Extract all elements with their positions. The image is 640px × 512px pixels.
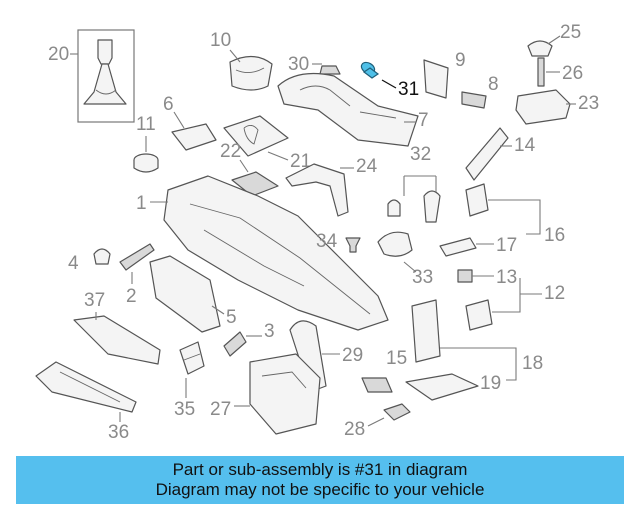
callout-14[interactable]: 14 [514, 135, 536, 156]
callout-6[interactable]: 6 [163, 94, 174, 115]
part-8-bracket [461, 91, 487, 109]
callout-5[interactable]: 5 [226, 307, 237, 328]
part-25-26-shift-knob [527, 40, 553, 87]
part-37-trim-strip [73, 315, 161, 365]
callout-11[interactable]: 11 [136, 114, 156, 135]
part-1-center-console [163, 175, 389, 331]
part-6-trim [171, 123, 217, 151]
callout-23[interactable]: 23 [578, 93, 599, 114]
part-9-bracket [423, 59, 449, 99]
callout-21[interactable]: 21 [290, 151, 311, 172]
callout-29[interactable]: 29 [342, 345, 363, 366]
part-16-clip [465, 183, 489, 217]
callout-17[interactable]: 17 [496, 235, 517, 256]
callout-27[interactable]: 27 [210, 399, 231, 420]
part-5-side-panel [149, 255, 221, 333]
callout-24[interactable]: 24 [356, 156, 378, 177]
part-27-shifter-assembly [249, 353, 321, 435]
part-3-bracket [223, 331, 247, 357]
callout-7[interactable]: 7 [418, 110, 429, 131]
part-24-bracket [285, 163, 349, 217]
callout-25[interactable]: 25 [560, 22, 581, 43]
part-35-socket [179, 341, 205, 375]
part-36-rail [35, 361, 137, 413]
callout-26[interactable]: 26 [562, 63, 583, 84]
callout-36[interactable]: 36 [108, 422, 129, 443]
part-14-bracket [465, 127, 509, 181]
callout-3[interactable]: 3 [264, 321, 275, 342]
callout-16[interactable]: 16 [544, 225, 565, 246]
part-28-clip [383, 403, 411, 421]
part-15-pad [361, 377, 393, 393]
part-18-panel [411, 299, 441, 363]
part-4-grommet [93, 248, 111, 265]
part-21-boot-frame [223, 115, 289, 157]
parts-diagram: 20 10 30 31 9 8 25 26 23 7 6 [35, 22, 599, 443]
callout-35[interactable]: 35 [174, 399, 195, 420]
callout-12[interactable]: 12 [544, 283, 565, 304]
callout-20[interactable]: 20 [48, 44, 69, 65]
callout-4[interactable]: 4 [68, 253, 79, 274]
callout-30[interactable]: 30 [288, 54, 309, 75]
part-17-bracket [439, 237, 477, 257]
callout-8[interactable]: 8 [488, 74, 499, 95]
part-13-switch [457, 269, 473, 283]
part-32-switches [387, 190, 441, 223]
callout-34[interactable]: 34 [316, 231, 338, 252]
info-banner: Part or sub-assembly is #31 in diagram D… [16, 456, 624, 504]
callout-19[interactable]: 19 [480, 373, 501, 394]
part-2-clip [119, 243, 155, 271]
callout-28[interactable]: 28 [344, 419, 365, 440]
callout-31[interactable]: 31 [398, 79, 419, 100]
part-31-highlighted [360, 61, 380, 79]
callout-10[interactable]: 10 [210, 30, 231, 51]
part-10-knob-cover [229, 55, 273, 91]
part-30-clip [319, 65, 341, 75]
part-33-switch [377, 231, 413, 257]
part-23-shifter-base [515, 89, 571, 125]
callout-9[interactable]: 9 [455, 50, 466, 71]
callout-2[interactable]: 2 [126, 286, 137, 307]
callout-37[interactable]: 37 [84, 290, 105, 311]
callout-22[interactable]: 22 [220, 141, 241, 162]
part-12-panel [465, 299, 493, 331]
part-11-knob [133, 153, 159, 173]
callout-33[interactable]: 33 [412, 267, 433, 288]
banner-line-disclaimer: Diagram may not be specific to your vehi… [155, 480, 485, 499]
part-34-screw [345, 237, 361, 253]
callout-15[interactable]: 15 [386, 348, 407, 369]
callout-1[interactable]: 1 [136, 193, 147, 214]
callout-32[interactable]: 32 [410, 144, 431, 165]
callout-18[interactable]: 18 [522, 353, 543, 374]
callout-13[interactable]: 13 [496, 267, 517, 288]
part-7-console-tray [277, 73, 419, 147]
part-20-shift-boot [77, 29, 135, 123]
part-19-tray [405, 373, 479, 401]
banner-line-part-number: Part or sub-assembly is #31 in diagram [172, 460, 468, 479]
